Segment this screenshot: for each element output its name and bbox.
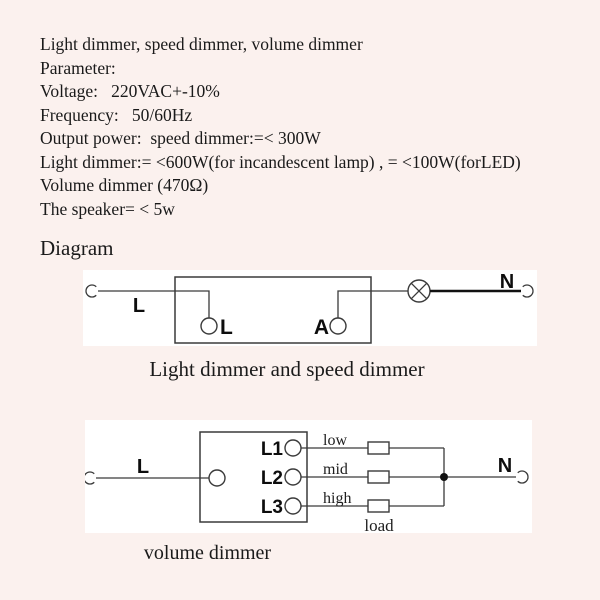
neutral-terminal-icon bbox=[517, 470, 529, 484]
live-wire-label: L bbox=[133, 295, 145, 317]
mid-speed-label: mid bbox=[323, 461, 348, 478]
light-speed-dimmer-diagram: L L A N bbox=[83, 270, 537, 346]
live-wire bbox=[98, 290, 210, 318]
neutral-label: N bbox=[498, 455, 512, 477]
spec-line-frequency: Frequency: 50/60Hz bbox=[40, 104, 193, 125]
box-input-terminal-icon bbox=[208, 469, 226, 487]
low-speed-label: low bbox=[323, 432, 347, 449]
spec-block: Light dimmer, speed dimmer, volume dimme… bbox=[40, 33, 585, 221]
terminal-l1-icon bbox=[284, 439, 302, 457]
input-terminal-icon bbox=[85, 284, 97, 298]
terminal-l-label: L bbox=[220, 316, 233, 339]
input-terminal-icon bbox=[85, 471, 95, 485]
load-resistor-mid-icon bbox=[367, 470, 390, 484]
terminal-l3-icon bbox=[284, 497, 302, 515]
spec-line-light-dimmer: Light dimmer:= <600W(for incandescent la… bbox=[40, 151, 521, 172]
diagram1-background bbox=[83, 270, 537, 346]
live-wire-label: L bbox=[137, 456, 149, 478]
load-resistor-low-icon bbox=[367, 441, 390, 455]
load-label: load bbox=[364, 516, 394, 533]
volume-dimmer-diagram: L L1 L2 L3 low mid high load N bbox=[85, 420, 532, 533]
neutral-terminal-icon bbox=[522, 284, 534, 298]
terminal-l1-label: L1 bbox=[261, 439, 284, 460]
spec-line-parameter: Parameter: bbox=[40, 57, 116, 78]
terminal-l3-label: L3 bbox=[261, 497, 283, 518]
spec-line-voltage: Voltage: 220VAC+-10% bbox=[40, 81, 220, 101]
diagram1-caption: Light dimmer and speed dimmer bbox=[149, 357, 425, 381]
dimmer-box bbox=[174, 276, 372, 344]
terminal-a-label: A bbox=[314, 316, 329, 339]
diagram-heading: Diagram bbox=[40, 236, 114, 260]
diagram2-caption: volume dimmer bbox=[143, 542, 272, 564]
terminal-l2-icon bbox=[284, 468, 302, 486]
lamp-icon bbox=[407, 279, 431, 303]
terminal-l2-label: L2 bbox=[261, 468, 283, 489]
spec-line-output-power: Output power: speed dimmer:=< 300W bbox=[40, 128, 321, 148]
terminal-l-icon bbox=[200, 317, 218, 335]
output-wire bbox=[337, 290, 408, 318]
spec-line-speaker: The speaker= < 5w bbox=[40, 198, 175, 219]
terminal-a-icon bbox=[329, 317, 347, 335]
spec-line-volume-dimmer: Volume dimmer (470Ω) bbox=[40, 175, 209, 195]
high-speed-label: high bbox=[323, 490, 351, 507]
junction-dot-icon bbox=[440, 473, 448, 481]
neutral-label: N bbox=[500, 271, 514, 293]
load-resistor-high-icon bbox=[367, 499, 390, 513]
spec-line-title: Light dimmer, speed dimmer, volume dimme… bbox=[40, 34, 363, 54]
